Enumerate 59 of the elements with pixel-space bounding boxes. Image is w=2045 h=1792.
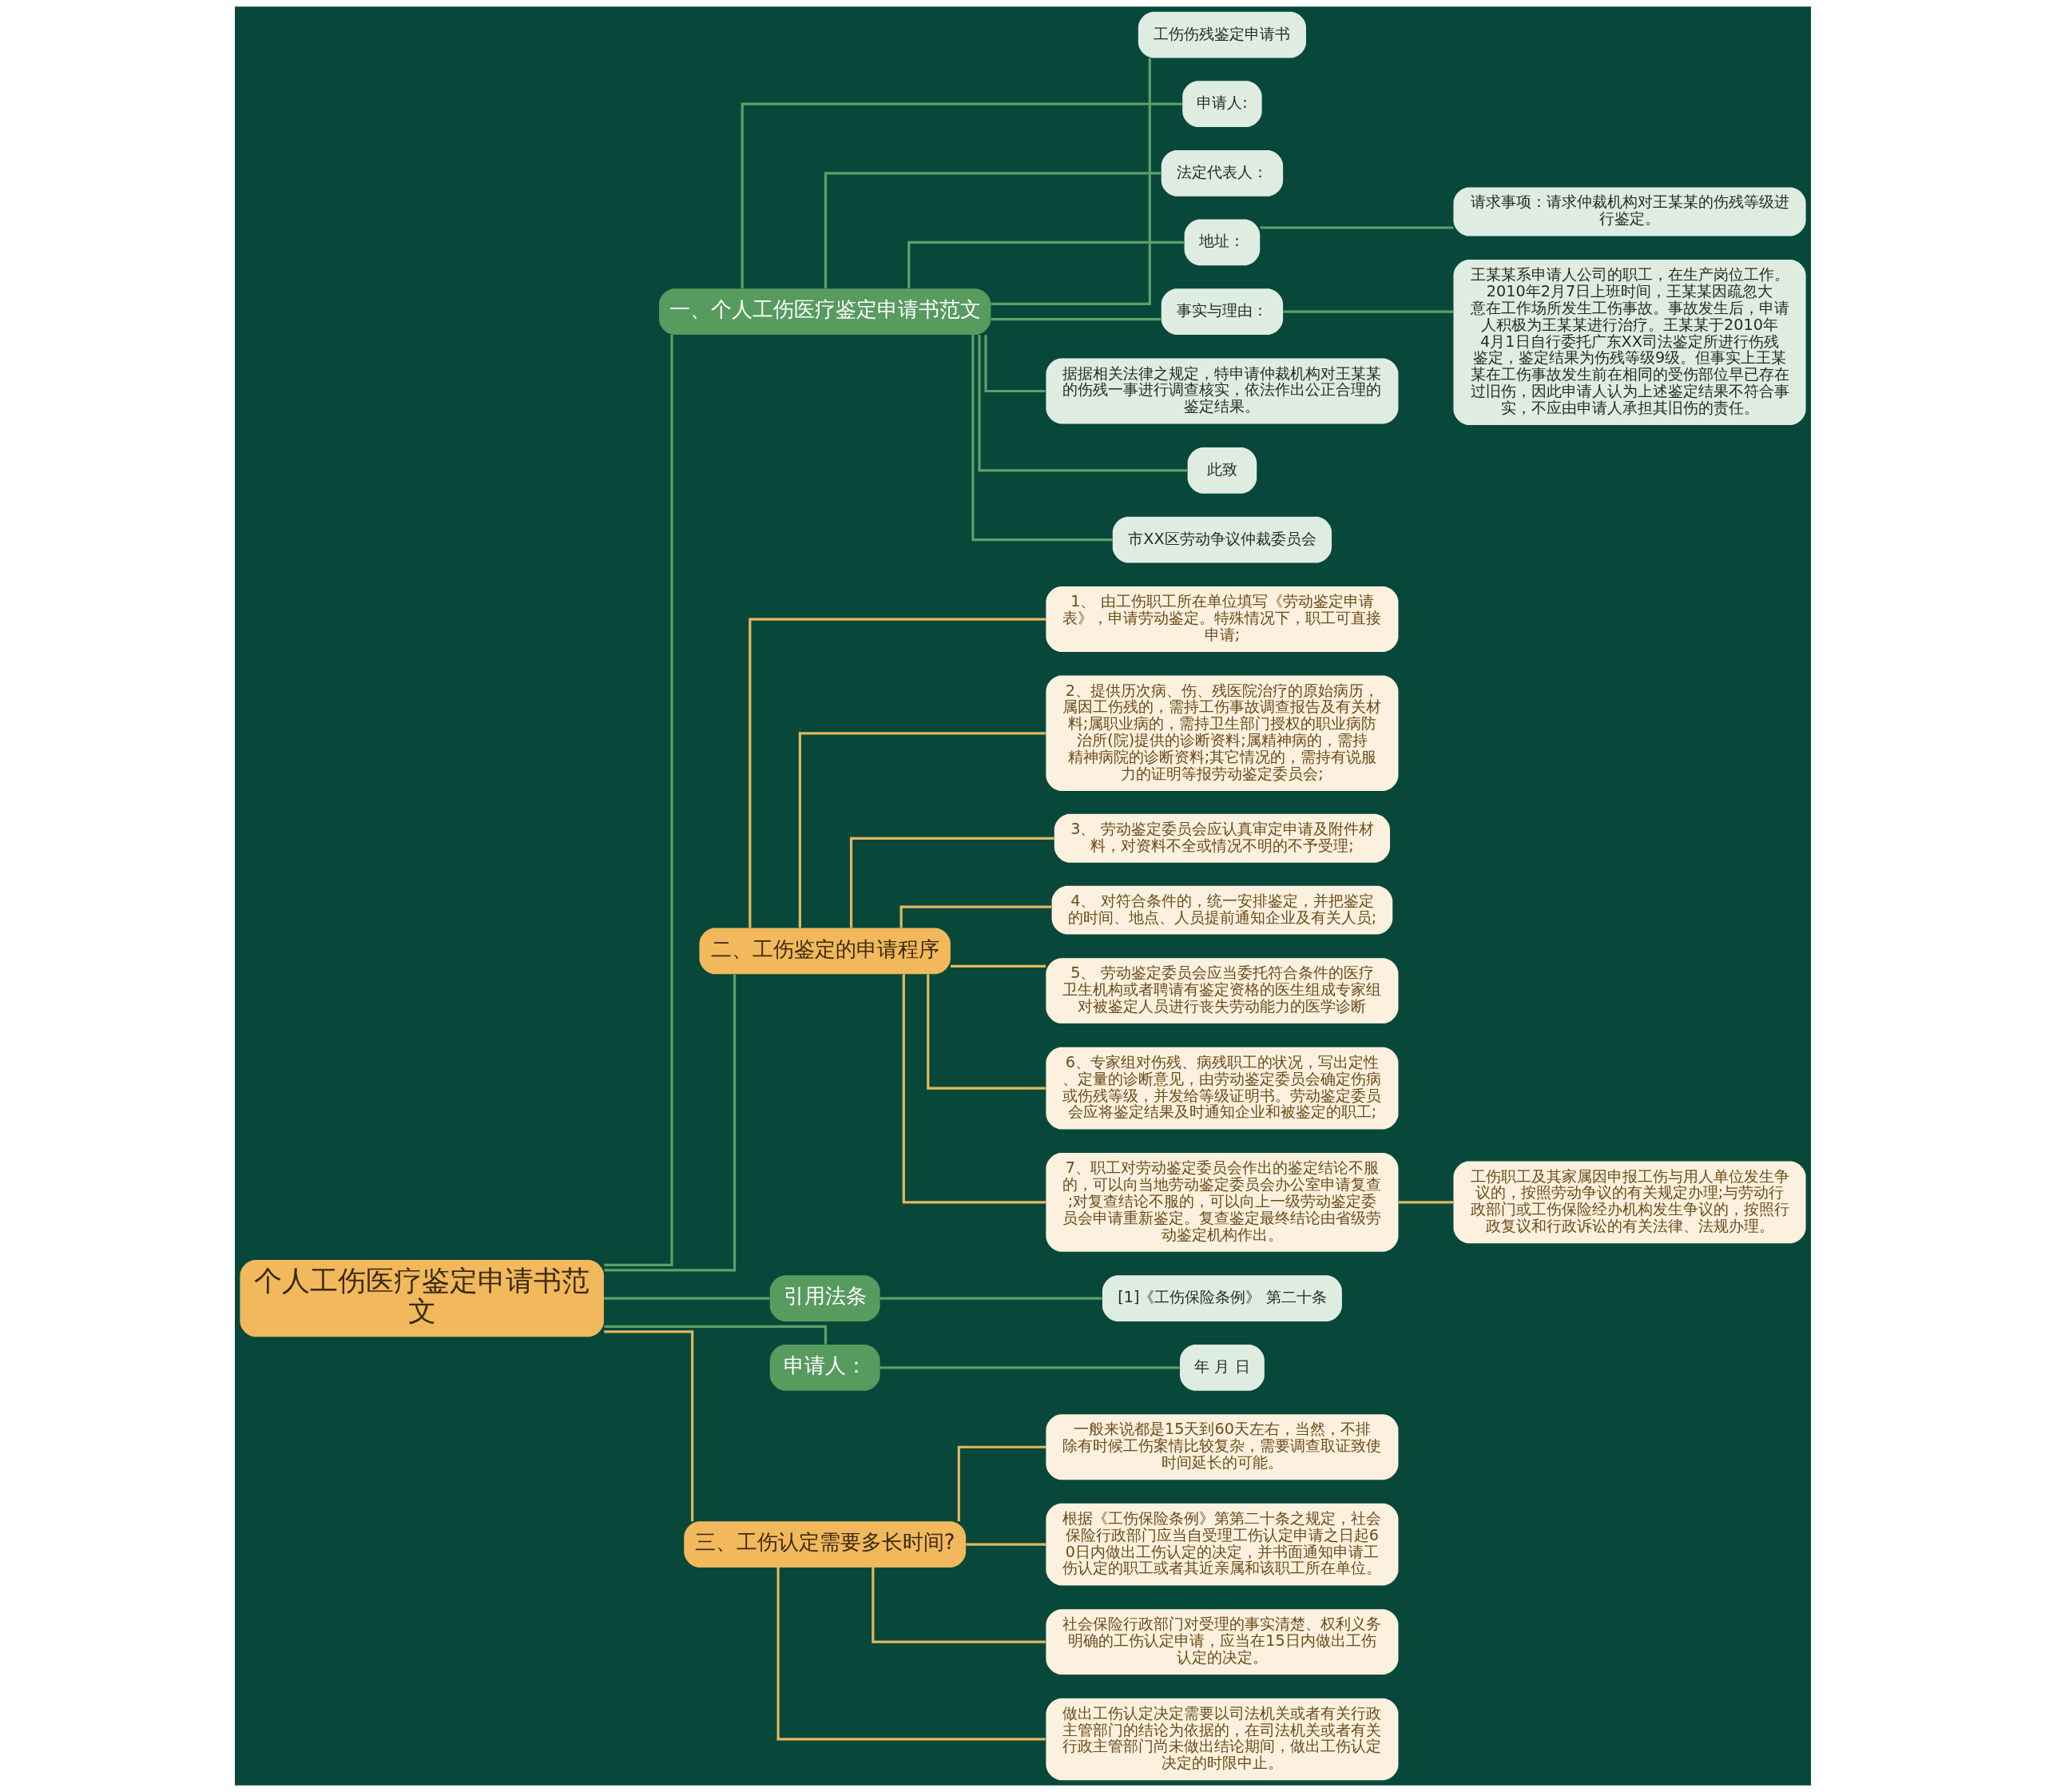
node-box: 二、工伤鉴定的申请程序 xyxy=(698,928,951,975)
connector xyxy=(603,1325,827,1345)
node-box: 事实与理由： xyxy=(1161,288,1283,335)
node-box: 引用法条 xyxy=(769,1275,880,1322)
connector xyxy=(899,905,1051,928)
node-box: 申请人： xyxy=(769,1344,880,1391)
connector xyxy=(603,1330,693,1522)
node-box: [1]《工伤保险条例》 第二十条 xyxy=(1102,1275,1342,1322)
connector xyxy=(871,1568,1046,1643)
connector xyxy=(971,335,1113,542)
node-box: 王某某系申请人公司的职工，在生产岗位工作。2010年2月7日上班时间，王某某因疏忽大意在工作场所发生工伤事故。事故发生后，申请人积极为王某某进行治疗。王某某于2010年4月1日自行委托广东XX司法鉴定所进行伤残鉴定，鉴定结果为伤残等级9级。但事实上王某某在工伤事故发生前在相同的受伤部位早已存在过旧伤，因此申请人认为上述鉴定结果不符合事实，不应由申请人承担其旧伤的责任。 xyxy=(1452,260,1806,425)
connector xyxy=(798,732,1046,928)
connector xyxy=(991,318,1161,321)
connector xyxy=(776,1568,1046,1741)
node-box: 6、专家组对伤残、病残职工的状况，写出定性、定量的诊断意见，由劳动鉴定委员会确定伤病或伤残等级，并发给等级证明书。劳动鉴定委员会应将鉴定结果及时通知企业和被鉴定的职工; xyxy=(1045,1047,1398,1130)
connector xyxy=(880,1297,1102,1300)
node-box: 年 月 日 xyxy=(1179,1344,1265,1391)
connector xyxy=(824,172,1161,288)
connector xyxy=(603,974,736,1272)
connector xyxy=(977,334,1187,472)
connector xyxy=(926,974,1046,1090)
node-box: 根据《工伤保险条例》第第二十条之规定，社会保险行政部门应当自受理工伤认定申请之日起60日内做出工伤认定的决定，并书面通知申请工伤认定的职工或者其近亲属和该职工所在单位。 xyxy=(1045,1503,1398,1586)
node-box: 市XX区劳动争议仲裁委员会 xyxy=(1112,516,1332,563)
node-box: 法定代表人： xyxy=(1161,149,1283,197)
connector xyxy=(983,335,1046,393)
node-box: 3、 劳动鉴定委员会应认真审定申请及附件材料，对资料不全或情况不明的不予受理; xyxy=(1054,813,1390,863)
connector xyxy=(1282,310,1453,313)
connector xyxy=(603,1297,769,1300)
connector xyxy=(950,964,1046,968)
node-box: 7、职工对劳动鉴定委员会作出的鉴定结论不服的，可以向当地劳动鉴定委员会办公室申请复查;对复查结论不服的，可以向上一级劳动鉴定委员会申请重新鉴定。复查鉴定最终结论由省级劳动鉴定机构作出。 xyxy=(1045,1153,1398,1252)
node-box: 此致 xyxy=(1187,447,1257,494)
node-box: 申请人: xyxy=(1181,81,1262,128)
node-box: 1、 由工伤职工所在单位填写《劳动鉴定申请表》，申请劳动鉴定。特殊情况下，职工可直接申请; xyxy=(1045,586,1398,652)
connector xyxy=(902,974,1046,1204)
connector xyxy=(849,836,1054,928)
node-box: 社会保险行政部门对受理的事实清楚、权利义务明确的工伤认定申请，应当在15日内做出工伤认定的决定。 xyxy=(1045,1609,1398,1675)
connector xyxy=(907,240,1184,288)
node-box: 5、 劳动鉴定委员会应当委托符合条件的医疗卫生机构或者聘请有鉴定资格的医生组成专家组对被鉴定人员进行丧失劳动能力的医学诊断 xyxy=(1045,958,1398,1024)
connector xyxy=(957,1445,1046,1522)
node-box: 工伤伤残鉴定申请书 xyxy=(1138,11,1306,58)
node-box: 工伤职工及其家属因申报工伤与用人单位发生争议的，按照劳动争议的有关规定办理;与劳动行政部门或工伤保险经办机构发生争议的，按照行政复议和行政诉讼的有关法律、法规办理。 xyxy=(1452,1161,1806,1244)
node-box: 做出工伤认定决定需要以司法机关或者有关行政主管部门的结论为依据的，在司法机关或者有关行政主管部门尚未做出结论期间，做出工伤认定决定的时限中止。 xyxy=(1045,1698,1398,1781)
node-box: 4、 对符合条件的，统一安排鉴定，并把鉴定的时间、地点、人员提前通知企业及有关人员; xyxy=(1051,885,1392,935)
connector xyxy=(991,58,1151,306)
connector xyxy=(965,1543,1046,1546)
node-box: 三、工伤认定需要多长时间? xyxy=(683,1521,966,1568)
connector xyxy=(748,618,1046,928)
connector xyxy=(1398,1201,1453,1204)
node-box: 据据相关法律之规定，特申请仲裁机构对王某某的伤残一事进行调查核实，依法作出公正合理的鉴定结果。 xyxy=(1045,358,1398,424)
node-box: 一般来说都是15天到60天左右，当然，不排除有时候工伤案情比较复杂，需要调查取证致使时间延长的可能。 xyxy=(1045,1414,1398,1480)
connector xyxy=(603,334,673,1267)
connector xyxy=(1259,226,1453,229)
node-box: 一、个人工伤医疗鉴定申请书范文 xyxy=(658,288,991,335)
connector xyxy=(741,102,1182,288)
connector xyxy=(880,1366,1180,1369)
node-box: 地址： xyxy=(1184,219,1260,266)
node-box: 请求事项：请求仲裁机构对王某某的伤残等级进行鉴定。 xyxy=(1452,187,1806,236)
node-box: 个人工伤医疗鉴定申请书范文 xyxy=(239,1260,604,1337)
node-box: 2、提供历次病、伤、残医院治疗的原始病历，属因工伤残的，需持工伤事故调查报告及有关材料;属职业病的，需持卫生部门授权的职业病防治所(院)提供的诊断资料;属精神病的，需持精神病院的诊断资料;其它情况的，需持有说服力的证明等报劳动鉴定委员会; xyxy=(1045,675,1398,791)
